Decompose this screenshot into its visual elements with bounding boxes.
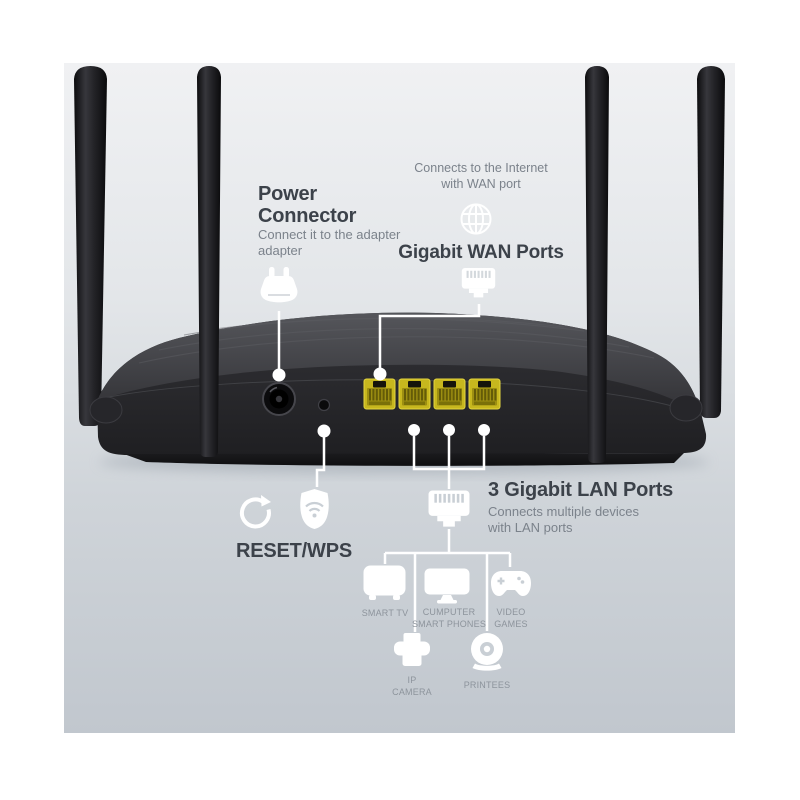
printer-icon [394, 633, 430, 669]
callout-dots [272, 367, 490, 438]
antenna-2 [197, 66, 221, 457]
wps-shield-wifi-icon [299, 488, 330, 529]
reset-callout-line [315, 437, 326, 487]
wan-title: Gigabit WAN Ports [398, 242, 564, 263]
device-tree-lines [383, 529, 512, 632]
lan-desc: Connects multiple devices with LAN ports [488, 504, 640, 535]
gamepad-icon [491, 568, 531, 600]
wan-callout-line [378, 304, 481, 368]
ip-camera-label: IP CAMERA [392, 675, 432, 697]
webcam-icon [468, 632, 506, 672]
computer-monitor-icon [424, 568, 470, 604]
power-port [262, 382, 296, 416]
photo-stage: Power Connector Connect it to the adapte… [64, 63, 735, 733]
computer-label: CUMPUTER SMART PHONES [411, 607, 487, 629]
router-photo [74, 66, 725, 474]
lan-ethernet-jack-icon [427, 490, 471, 529]
antenna-hinge-left [89, 396, 123, 424]
reset-wps-label: RESET/WPS [236, 540, 352, 562]
antenna-1 [74, 66, 107, 426]
router-base [124, 453, 684, 466]
smart-tv-label: SMART TV [361, 608, 409, 618]
antenna-3 [585, 66, 609, 463]
globe-icon [458, 201, 494, 237]
lan-title: 3 Gigabit LAN Ports [488, 479, 674, 501]
wan-ethernet-jack-icon [461, 264, 496, 303]
callout-lines [272, 304, 512, 632]
power-connector-title: Power Connector [258, 183, 357, 227]
video-games-label: VIDEO GAMES [494, 607, 528, 629]
wan-note: Connects to the Internet with WAN port [414, 161, 548, 191]
antenna-hinge-right [669, 394, 703, 422]
smart-tv-icon [363, 565, 406, 601]
reset-wps-button [317, 398, 331, 412]
antenna-4 [697, 66, 725, 418]
printer-label: PRINTEES [463, 680, 511, 690]
reset-circular-arrow-icon [238, 492, 276, 530]
power-plug-icon [256, 266, 302, 312]
power-connector-desc: Connect it to the adapter adapter [258, 227, 401, 258]
router-top-shell [97, 312, 702, 417]
